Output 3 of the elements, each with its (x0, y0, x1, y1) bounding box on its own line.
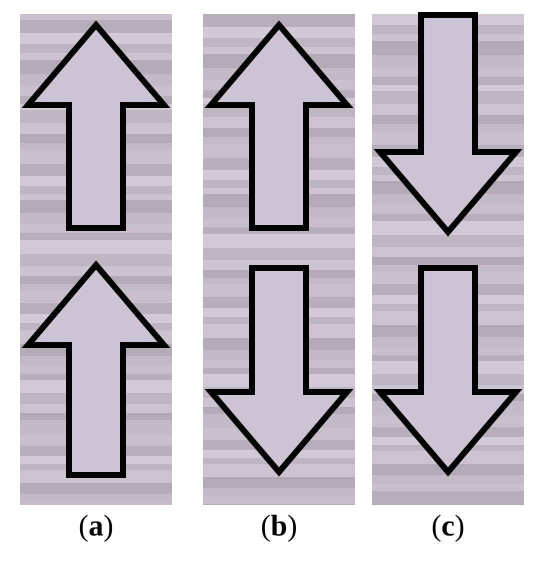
node-label: (b) (262, 514, 296, 542)
node-label: (a) (80, 514, 112, 542)
node-label: (c) (432, 514, 464, 542)
